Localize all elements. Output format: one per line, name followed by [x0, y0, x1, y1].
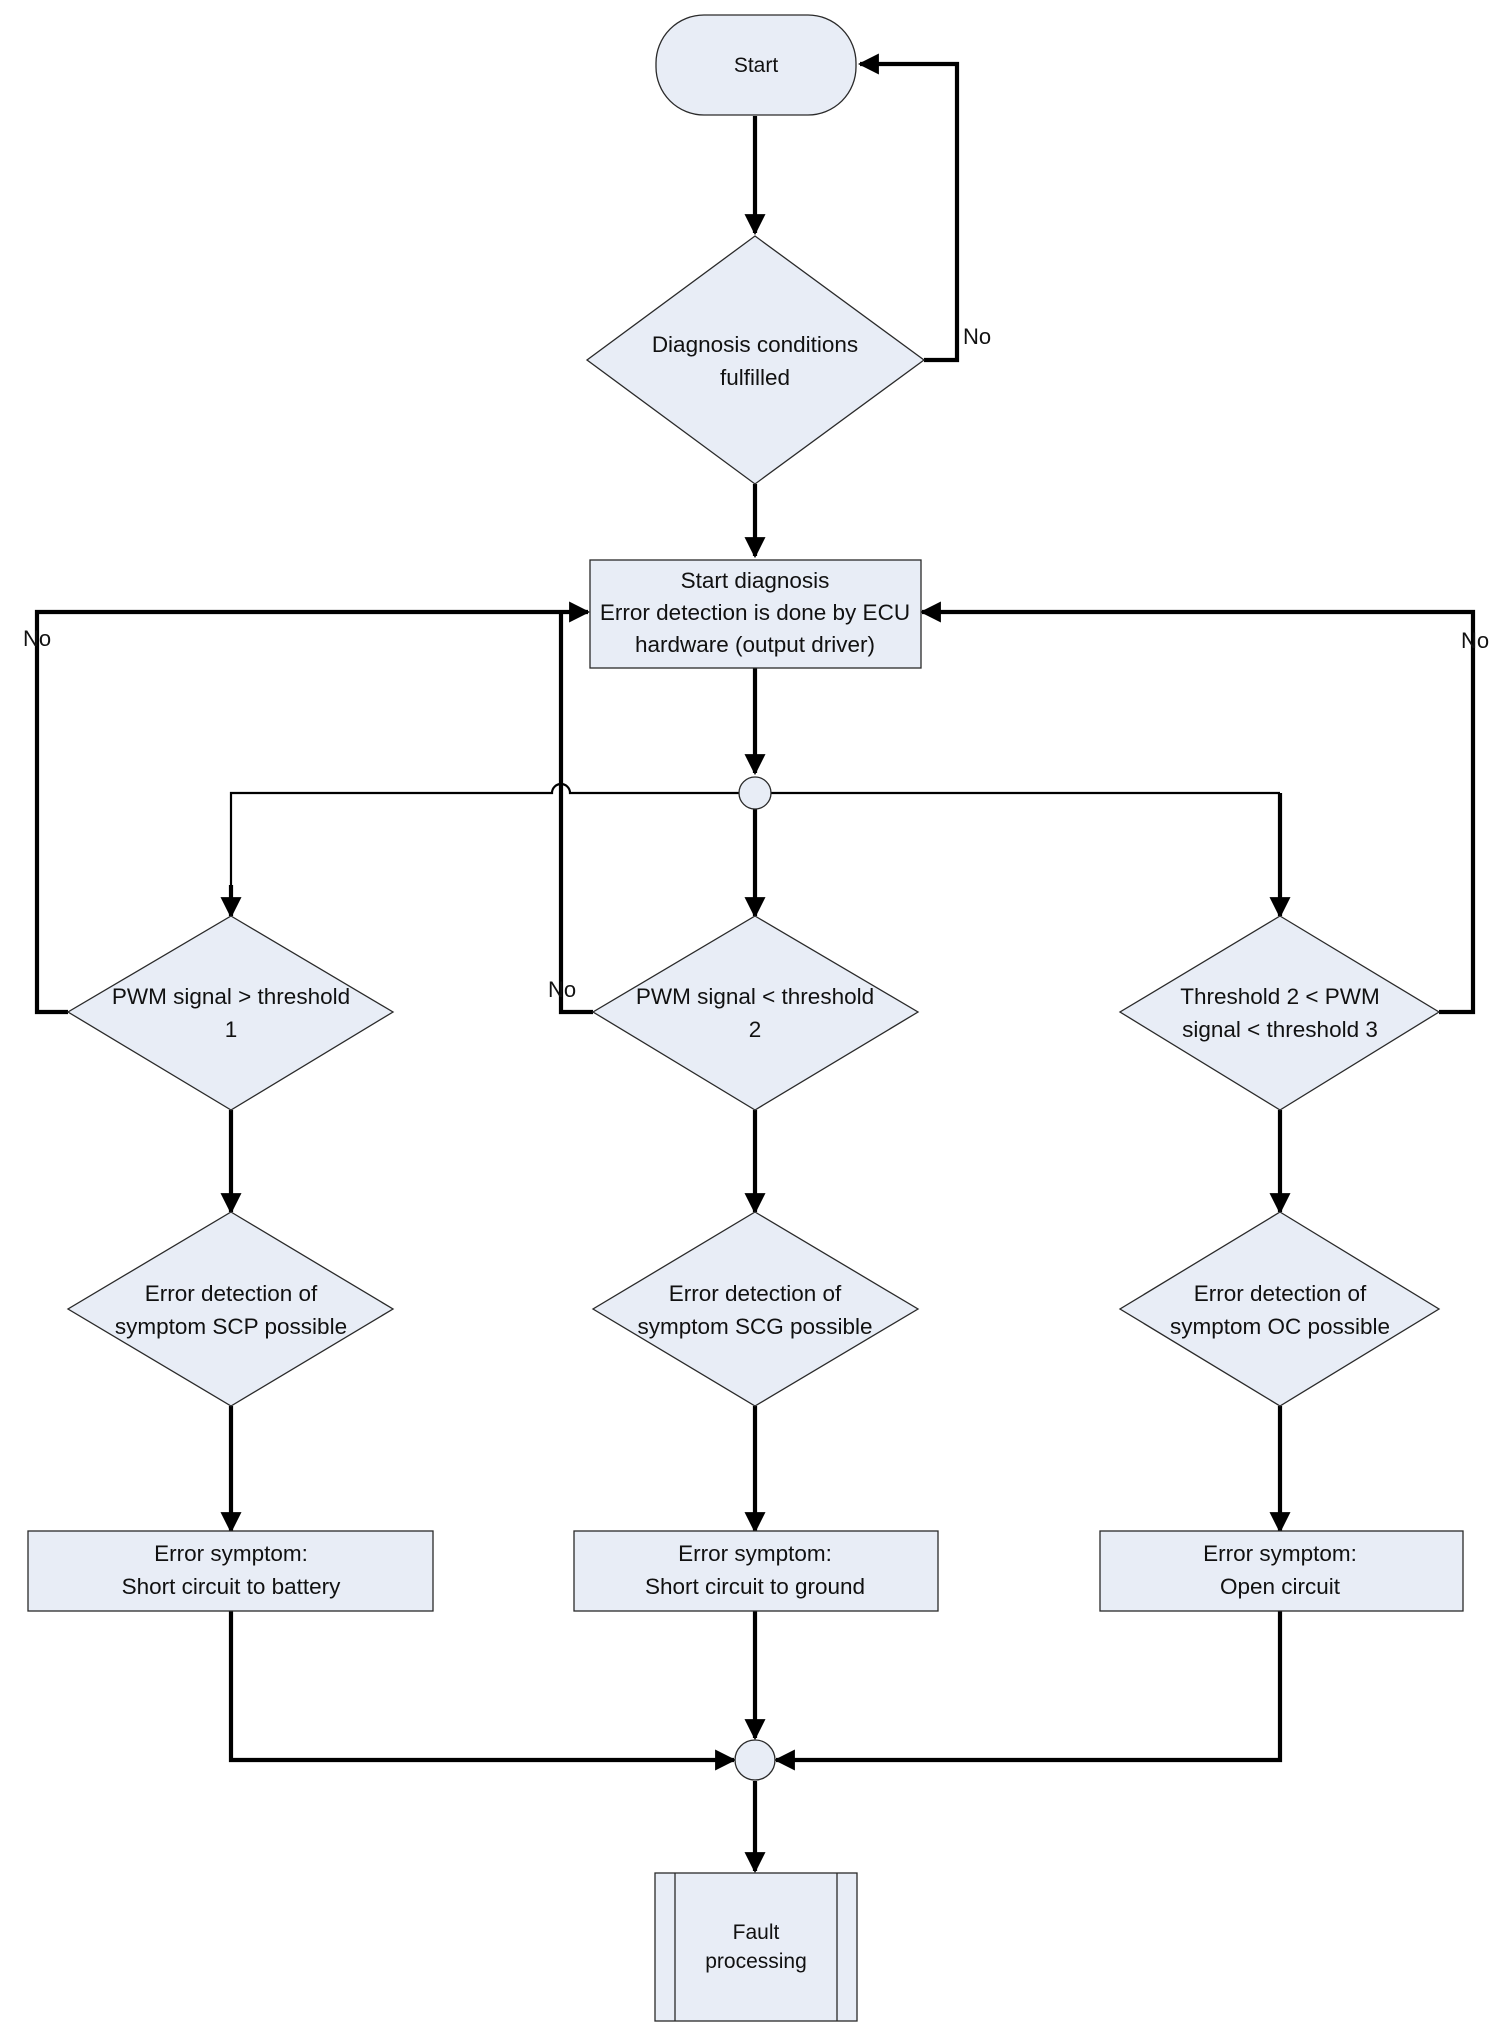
- node-detection-right: Error detection of symptom OC possible: [1118, 1211, 1441, 1407]
- node-dec-mid-line2: 2: [749, 1017, 762, 1042]
- split-junction: [738, 776, 772, 810]
- node-sym-left-line1: Error symptom:: [154, 1541, 308, 1566]
- node-dec-right-line1: Threshold 2 < PWM: [1180, 984, 1379, 1009]
- node-start-diagnosis-line1: Start diagnosis: [681, 568, 830, 593]
- label-no-left: No: [23, 626, 51, 651]
- node-decision-mid: PWM signal < threshold 2: [591, 915, 920, 1111]
- edge-sym-right-to-merge: [773, 1611, 1283, 1771]
- node-symptom-right: Error symptom: Open circuit: [1099, 1530, 1464, 1612]
- node-detection-mid: Error detection of symptom SCG possible: [591, 1211, 920, 1407]
- node-dec-left-line2: 1: [225, 1017, 238, 1042]
- node-start-diagnosis-line2: Error detection is done by ECU: [600, 600, 910, 625]
- node-sym-right-line2: Open circuit: [1220, 1574, 1341, 1599]
- node-symptom-left: Error symptom: Short circuit to battery: [27, 1530, 434, 1612]
- edge-dec-right-no-loop: [919, 601, 1476, 1015]
- node-decision-right: Threshold 2 < PWM signal < threshold 3: [1118, 915, 1441, 1111]
- node-sym-right-line1: Error symptom:: [1203, 1541, 1357, 1566]
- node-det-right-line1: Error detection of: [1194, 1281, 1367, 1306]
- merge-junction: [734, 1739, 776, 1781]
- edge-sym-left-to-merge: [228, 1611, 737, 1771]
- node-symptom-mid: Error symptom: Short circuit to ground: [573, 1530, 939, 1612]
- node-start-diagnosis-line3: hardware (output driver): [635, 632, 875, 657]
- edge-dec-left-no-loop: [34, 601, 591, 1015]
- node-sym-left-line2: Short circuit to battery: [122, 1574, 342, 1599]
- node-start-label: Start: [734, 54, 779, 77]
- edge-junction-to-left-branch: [229, 782, 739, 890]
- node-start-diagnosis: Start diagnosis Error detection is done …: [589, 559, 922, 669]
- node-fault-line2: processing: [705, 1950, 807, 1973]
- node-dec-left-line1: PWM signal > threshold: [112, 984, 350, 1009]
- label-no-mid: No: [548, 977, 576, 1002]
- edge-conditions-no-loop: [857, 53, 960, 363]
- node-diagnosis-conditions: Diagnosis conditions fulfilled: [585, 235, 926, 485]
- node-sym-mid-line2: Short circuit to ground: [645, 1574, 865, 1599]
- node-conditions-line2: fulfilled: [720, 365, 790, 390]
- node-start: Start: [655, 14, 857, 116]
- connectors: [34, 53, 1476, 1874]
- node-det-mid-line1: Error detection of: [669, 1281, 842, 1306]
- node-det-mid-line2: symptom SCG possible: [637, 1314, 872, 1339]
- node-dec-mid-line1: PWM signal < threshold: [636, 984, 874, 1009]
- node-detection-left: Error detection of symptom SCP possible: [66, 1211, 395, 1407]
- node-det-left-line2: symptom SCP possible: [115, 1314, 347, 1339]
- node-fault-line1: Fault: [733, 1921, 780, 1944]
- node-sym-mid-line1: Error symptom:: [678, 1541, 832, 1566]
- node-dec-right-line2: signal < threshold 3: [1182, 1017, 1378, 1042]
- label-no-top: No: [963, 324, 991, 349]
- node-decision-left: PWM signal > threshold 1: [66, 915, 395, 1111]
- node-det-left-line1: Error detection of: [145, 1281, 318, 1306]
- edge-dec-mid-no-loop: [558, 612, 593, 1015]
- node-fault-processing: Fault processing: [654, 1872, 858, 2022]
- label-no-right: No: [1461, 628, 1489, 653]
- node-conditions-line1: Diagnosis conditions: [652, 332, 858, 357]
- node-det-right-line2: symptom OC possible: [1170, 1314, 1390, 1339]
